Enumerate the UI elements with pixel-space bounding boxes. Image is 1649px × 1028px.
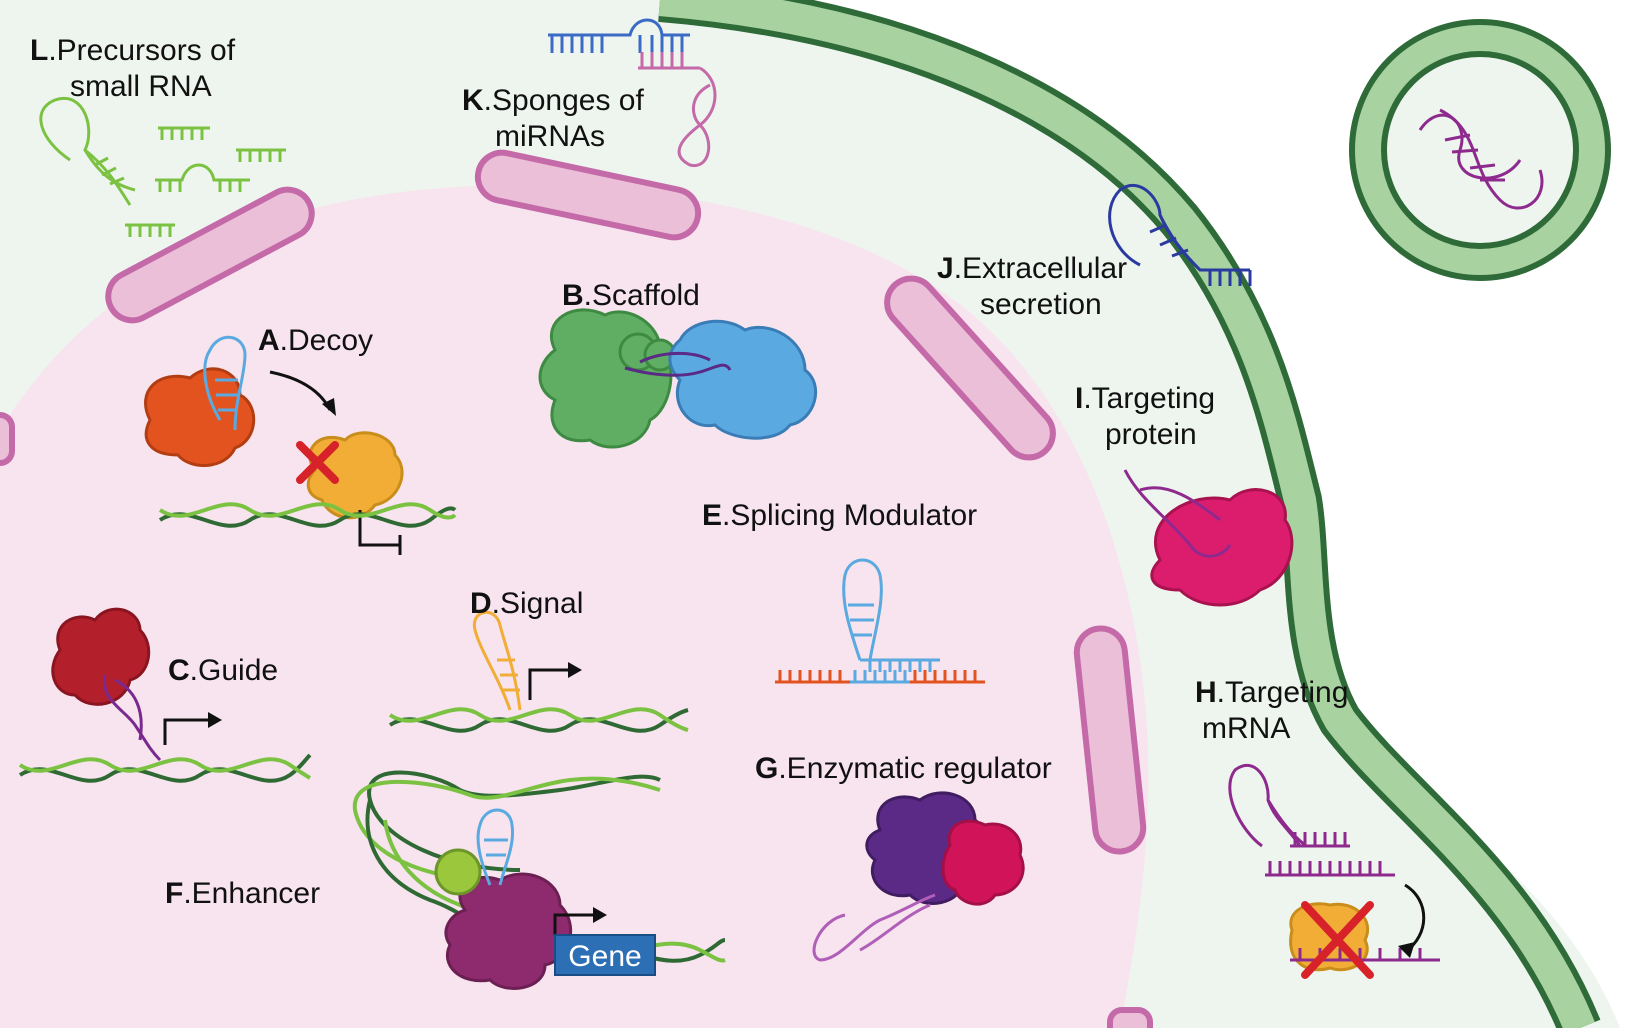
label-text-line2: mRNA xyxy=(1202,712,1290,745)
label-decoy: A.Decoy xyxy=(258,324,373,357)
nuclear-pore xyxy=(0,412,15,466)
label-text-line1: .Precursors of xyxy=(48,34,235,67)
label-letter: A xyxy=(258,324,280,357)
dna-helix xyxy=(18,753,312,783)
gene-label: Gene xyxy=(568,940,641,973)
nucleus xyxy=(0,184,1149,1028)
label-letter: C xyxy=(168,654,190,687)
label-letter: B xyxy=(562,279,584,312)
targeting-protein-icon xyxy=(1123,469,1294,607)
label-text-line1: .Targeting xyxy=(1217,676,1349,709)
label-targeting-mrna: H.Targeting mRNA xyxy=(1195,676,1357,745)
small-rna-precursors-icon xyxy=(39,96,286,237)
label-text-line1: .Sponges of xyxy=(484,84,645,117)
label-precursors-small-rna: L.Precursors of small RNA xyxy=(30,34,243,103)
label-letter: G xyxy=(755,752,778,785)
label-signal: D.Signal xyxy=(470,587,583,620)
gene-box xyxy=(554,934,656,976)
targeting-mrna-icon xyxy=(1228,763,1440,979)
label-text: .Decoy xyxy=(280,324,373,357)
label-letter: J xyxy=(937,252,954,285)
label-text-line1: .Extracellular xyxy=(954,252,1127,285)
splicing-modulator-icon xyxy=(775,558,985,684)
label-letter: F xyxy=(165,877,183,910)
label-letter: I xyxy=(1075,382,1083,415)
label-targeting-protein: I.Targeting protein xyxy=(1075,382,1223,451)
label-enhancer: F.Enhancer xyxy=(165,877,320,910)
label-text: .Scaffold xyxy=(584,279,700,312)
guide-mechanism-icon xyxy=(18,607,312,783)
cell-membrane-inner xyxy=(658,0,1595,1028)
label-extracellular-secretion: J.Extracellular secretion xyxy=(937,252,1135,321)
dna-helix xyxy=(388,707,689,733)
decoy-mechanism-icon xyxy=(144,335,404,555)
dna-helix xyxy=(158,502,457,528)
scaffold-mechanism-icon xyxy=(538,308,818,449)
label-text-line2: small RNA xyxy=(70,70,212,103)
inhibition-cross-icon xyxy=(1301,901,1374,979)
label-letter: E xyxy=(702,499,722,532)
secreted-lncrna-icon xyxy=(1108,183,1252,286)
label-splicing-modulator: E.Splicing Modulator xyxy=(702,499,977,532)
label-letter: H xyxy=(1195,676,1217,709)
label-text: .Splicing Modulator xyxy=(722,499,977,532)
label-guide: C.Guide xyxy=(168,654,278,687)
label-text-line2: secretion xyxy=(980,288,1102,321)
label-letter: L xyxy=(30,34,48,67)
label-text-line2: miRNAs xyxy=(495,120,605,153)
inhibition-cross-icon xyxy=(296,441,339,484)
label-sponges-mirnas: K.Sponges of miRNAs xyxy=(462,84,652,153)
label-text: .Enzymatic regulator xyxy=(778,752,1051,785)
mirna-sponge-icon xyxy=(548,18,717,167)
label-text: .Guide xyxy=(190,654,278,687)
label-letter: D xyxy=(470,587,492,620)
label-letter: K xyxy=(462,84,484,117)
label-text: .Signal xyxy=(492,587,584,620)
label-text-line1: .Targeting xyxy=(1083,382,1215,415)
secreted-rna-icon xyxy=(1418,108,1544,210)
signal-mechanism-icon xyxy=(388,610,689,733)
enzymatic-regulator-icon xyxy=(812,791,1025,962)
label-enzymatic-regulator: G.Enzymatic regulator xyxy=(755,752,1052,785)
nuclear-pore xyxy=(1107,1007,1153,1028)
label-text-line2: protein xyxy=(1105,418,1197,451)
exosome-vesicle xyxy=(1349,19,1611,281)
enhancer-mechanism-icon: Gene xyxy=(352,770,726,990)
label-scaffold: B.Scaffold xyxy=(562,279,700,312)
label-text: .Enhancer xyxy=(183,877,320,910)
